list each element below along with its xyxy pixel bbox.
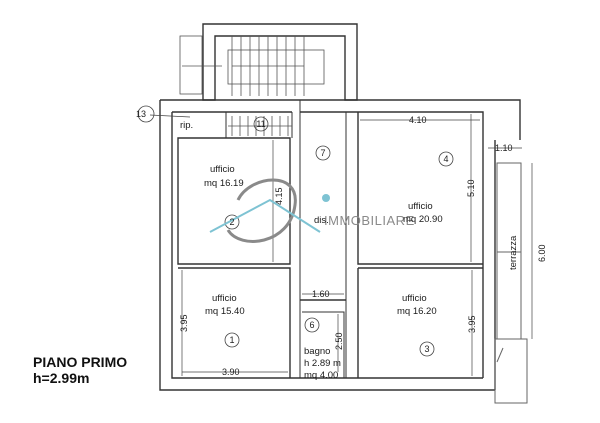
room-marker-3 <box>419 341 435 357</box>
dim-room1-depth: 3.95 <box>179 314 189 332</box>
room1-name: ufficio <box>212 293 237 304</box>
room-marker-2 <box>224 214 240 230</box>
room-name-dis: dis. <box>314 215 329 226</box>
stairwell-wall <box>202 23 358 101</box>
room-number-3: 3 <box>424 344 429 354</box>
room-number-1: 1 <box>229 335 234 345</box>
bath-area: mq 4.00 <box>304 370 338 381</box>
room-number-13: 13 <box>136 109 146 119</box>
room-number-2: 2 <box>229 217 234 227</box>
dim-room4-width: 4.10 <box>409 115 427 125</box>
room-number-4: 4 <box>443 154 448 164</box>
dim-room1-width: 3.90 <box>222 367 240 377</box>
plan-title: PIANO PRIMO <box>33 354 128 370</box>
room-marker-1 <box>224 332 240 348</box>
plan-title-block: PIANO PRIMO h=2.99m <box>33 354 127 386</box>
terrace-label: terrazza <box>508 235 519 270</box>
dim-room3-depth: 3.95 <box>467 315 477 333</box>
dim-terrace-width: 1.10 <box>495 143 513 153</box>
plan-height: h=2.99m <box>33 370 90 386</box>
room-marker-4 <box>438 151 454 167</box>
room-number-11: 11 <box>256 119 265 129</box>
room4-area: mq 20.90 <box>403 214 443 225</box>
room2-area: mq 16.19 <box>204 178 244 189</box>
room4-name: ufficio <box>408 201 433 212</box>
bath-height: h 2.89 m <box>304 358 341 369</box>
room-number-7: 7 <box>320 148 325 158</box>
watermark-text: IMMOBILIARE <box>324 213 415 228</box>
room2-name: ufficio <box>210 164 235 175</box>
dim-terrace-length: 6.00 <box>537 244 547 262</box>
room-marker-13 <box>137 105 155 123</box>
room3-name: ufficio <box>402 293 427 304</box>
room1-area: mq 15.40 <box>205 306 245 317</box>
bath-name: bagno <box>304 346 330 357</box>
room3-area: mq 16.20 <box>397 306 437 317</box>
dim-room4-depth: 5.10 <box>466 179 476 197</box>
room-marker-6 <box>304 317 320 333</box>
dim-corridor-width: 1.60 <box>312 289 330 299</box>
room-marker-11 <box>253 116 269 132</box>
room-marker-7 <box>315 145 331 161</box>
dim-room2-depth: 4.15 <box>274 187 284 205</box>
dim-bath-depth: 2.50 <box>334 332 344 350</box>
room-number-6: 6 <box>309 320 314 330</box>
room-name-rip: rip. <box>180 120 193 131</box>
watermark-logo: IMMOBILIARE <box>209 178 415 243</box>
